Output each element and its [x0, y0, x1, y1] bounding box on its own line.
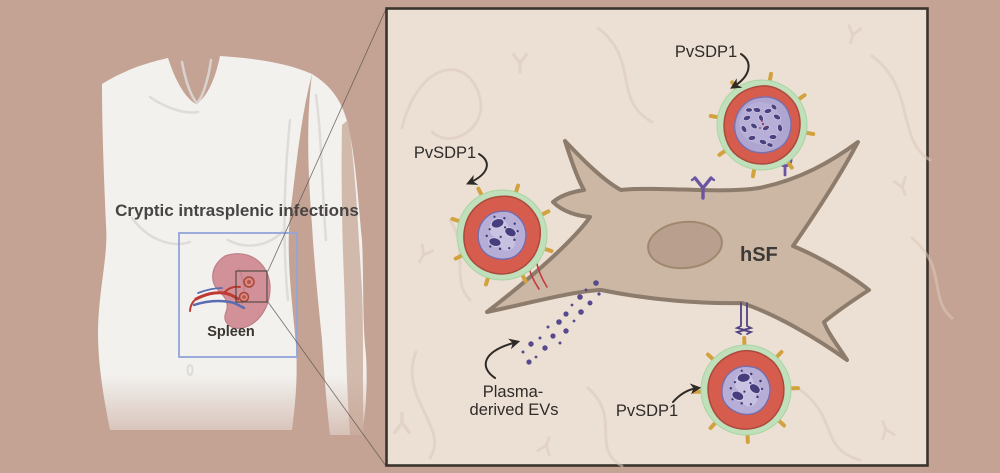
fibroblast-nucleus	[647, 220, 723, 270]
figure-title: Cryptic intrasplenic infections	[115, 201, 359, 220]
magnified-panel: hSF	[385, 7, 954, 468]
spring-receptor-icon	[734, 302, 754, 335]
ev-dots	[521, 280, 601, 365]
arrow-icon	[730, 53, 750, 89]
annotation-arrows	[465, 53, 750, 403]
spleen-label: Spleen	[207, 324, 255, 340]
body-scene: Cryptic intrasplenic infections Spleen	[55, 8, 387, 473]
y-receptor-icon	[690, 176, 716, 200]
zoom-region-box	[178, 232, 298, 358]
body-fade	[55, 375, 385, 473]
spleen-vessels	[189, 285, 246, 312]
svg-text:derived EVs: derived EVs	[470, 401, 559, 419]
inset-box	[235, 270, 268, 303]
body-silhouette	[98, 56, 313, 430]
arm-shadow	[341, 120, 364, 435]
pvsdp1-label-bottom: PvSDP1	[616, 402, 678, 420]
arrow-icon	[465, 153, 488, 185]
ev-label: Plasma- derived EVs	[470, 383, 559, 419]
svg-text:Plasma-: Plasma-	[483, 383, 544, 401]
hsf-label: hSF	[740, 244, 778, 266]
connector-lines	[267, 8, 387, 467]
spleen-illustration	[189, 253, 271, 329]
pvsdp1-label-top: PvSDP1	[675, 43, 737, 61]
arrow-icon	[672, 383, 702, 403]
arrow-icon	[484, 338, 521, 379]
pvsdp1-label-left: PvSDP1	[414, 144, 476, 162]
ghost-pattern	[392, 24, 954, 468]
